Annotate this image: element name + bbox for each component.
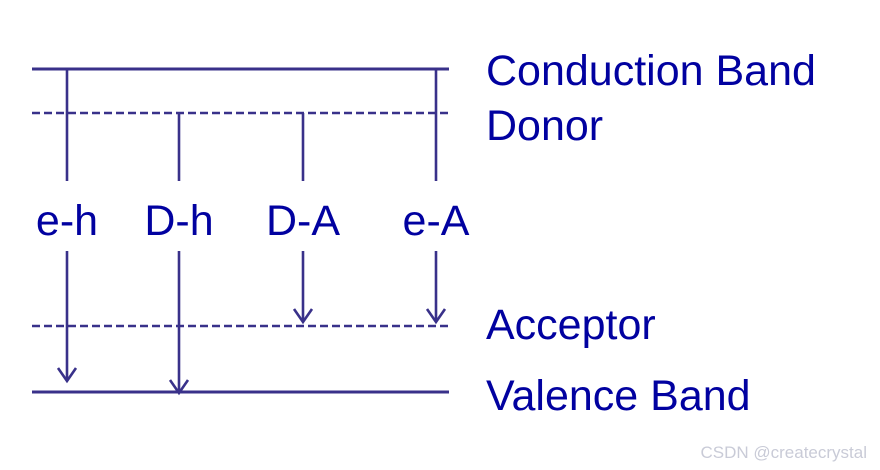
transition-label-e-a: e-A [402, 197, 470, 245]
level-label-conduction-band: Conduction Band [486, 47, 816, 95]
arrowhead-icon [292, 308, 314, 325]
transition-label-d-h: D-h [144, 197, 214, 245]
transition-label-d-a: D-A [265, 197, 341, 245]
transition-arrow-d-a [292, 113, 314, 325]
arrowhead-icon [168, 379, 190, 396]
arrowhead-icon [56, 367, 78, 384]
transition-arrow-d-h [168, 113, 190, 396]
transition-label-e-h: e-h [35, 197, 99, 245]
transition-arrow-e-a [425, 69, 447, 325]
level-label-donor: Donor [486, 102, 604, 150]
level-label-acceptor: Acceptor [486, 301, 656, 349]
watermark-text: CSDN @createcrystal [700, 443, 867, 462]
transition-arrow-e-h [56, 69, 78, 384]
arrowhead-icon [425, 308, 447, 325]
level-label-valence-band: Valence Band [486, 372, 751, 420]
